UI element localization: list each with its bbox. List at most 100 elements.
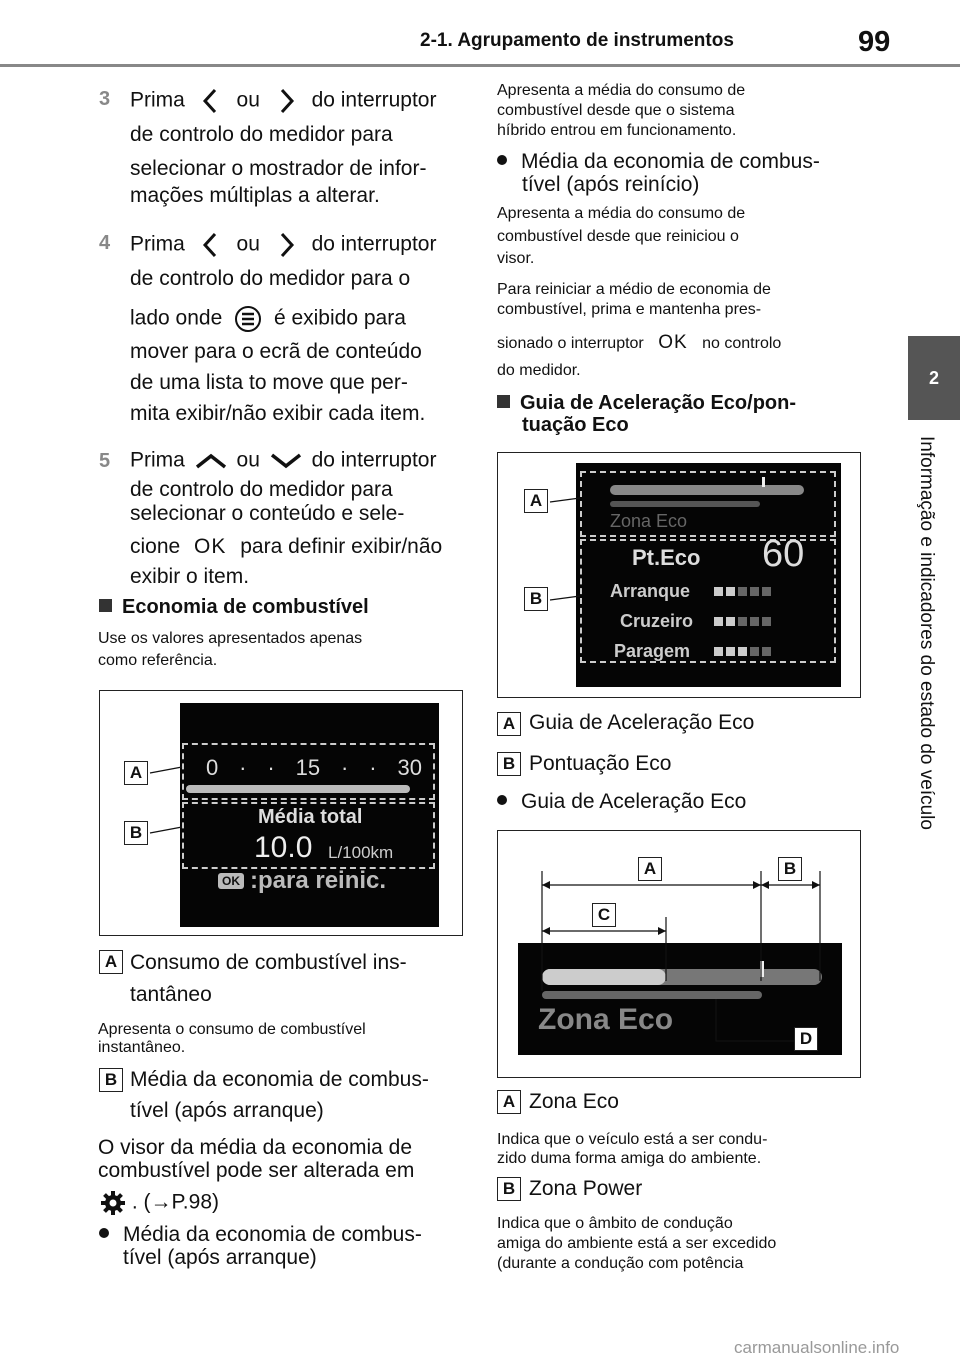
fuel-para-line-2: combustível pode ser alterada em <box>98 1159 415 1182</box>
ok-button-symbol: OK <box>194 535 227 558</box>
eco-zone-label: Zona Eco <box>538 1003 674 1036</box>
section-heading-eco-line-2: tuação Eco <box>522 414 629 436</box>
text: Guia de Aceleração Eco/pon- <box>520 392 797 414</box>
desc-line: combustível desde que o sistema <box>497 102 735 119</box>
instant-bar <box>186 785 410 793</box>
desc-line: zido duma forma amiga do ambiente. <box>497 1150 762 1167</box>
chapter-tab[interactable]: 2 <box>908 336 960 420</box>
label-b: B <box>497 752 521 776</box>
text: é exibido para <box>273 306 406 330</box>
desc-line: Apresenta a média do consumo de <box>497 205 746 222</box>
step-4-line-4: mover para o ecrã de conteúdo <box>130 340 422 363</box>
eco-screen: Zona Eco Pt.Eco 60 Arranque Cruzeiro Par… <box>576 463 841 687</box>
label-b: B <box>99 1068 123 1092</box>
eco-zone-figure: Zona Eco A B C D <box>497 830 861 1078</box>
desc-line: Para reiniciar a médio de economia de <box>497 281 771 298</box>
callout-a: A <box>524 489 548 513</box>
desc-line: Apresenta a média do consumo de <box>497 82 746 99</box>
callout-a: A <box>124 761 148 785</box>
label-b: B <box>124 821 148 845</box>
eco-score-label: Pt.Eco <box>632 545 701 570</box>
step-3-line-4: mações múltiplas a alterar. <box>130 184 380 207</box>
def-b-marker: B <box>497 752 521 776</box>
text: Prima <box>130 88 185 112</box>
step-number: 5 <box>99 450 111 472</box>
callout-lines <box>549 497 581 601</box>
desc-line: (durante a condução com potência <box>497 1255 744 1272</box>
area-b-outline <box>580 539 836 663</box>
scale-dot: · <box>267 755 275 780</box>
step-number: 4 <box>99 232 111 254</box>
desc-line: combustível desde que reiniciou o <box>497 228 739 245</box>
text: cione <box>130 535 181 558</box>
chevron-down-icon <box>270 453 301 469</box>
scale-dot: · <box>369 755 377 780</box>
label-a: A <box>524 489 548 513</box>
def-a-desc-1: Apresenta o consumo de combustível <box>98 1021 366 1038</box>
step-5-line-2: de controlo do medidor para <box>130 478 393 501</box>
eco-marker <box>760 961 764 977</box>
fuel-value: 10.0 <box>254 831 313 864</box>
section-title: 2-1. Agrupamento de instrumentos <box>420 30 734 51</box>
bullet-avg-after-start-line-2: tível (após arranque) <box>123 1246 317 1269</box>
chevron-left-icon <box>202 232 216 258</box>
eco-figure: Zona Eco Pt.Eco 60 Arranque Cruzeiro Par… <box>497 452 861 698</box>
eco-score-value: 60 <box>762 533 805 575</box>
text: Média da economia de combus- <box>521 150 820 173</box>
text: para definir exibir/não <box>240 535 443 558</box>
def-eco-zone: Zona Eco <box>529 1090 619 1113</box>
label-a: A <box>497 1090 521 1114</box>
def-b-line-2: tível (após arranque) <box>130 1099 324 1122</box>
text: do interruptor <box>311 448 437 472</box>
bullet-icon <box>497 795 507 805</box>
text: . (→P.98) <box>131 1190 219 1214</box>
ok-button-symbol: OK <box>658 332 688 353</box>
step-4-line-2: de controlo do medidor para o <box>130 267 411 290</box>
text: do interruptor <box>311 232 437 256</box>
text: Guia de Aceleração Eco <box>521 790 747 813</box>
def-power-zone: Zona Power <box>529 1177 643 1200</box>
desc-line: visor. <box>497 250 535 267</box>
step-3-line-2: de controlo do medidor para <box>130 123 393 146</box>
header-rule <box>0 64 960 67</box>
callout-b: B <box>524 587 548 611</box>
step-5-line-4: cione OK para definir exibir/não <box>130 535 442 559</box>
section-heading-fuel: Economia de combustível <box>99 596 369 619</box>
def-a-marker: A <box>497 712 521 736</box>
def-b-text: Pontuação Eco <box>529 752 672 775</box>
eco-score-blocks <box>714 587 771 656</box>
eco-zone-label: Zona Eco <box>610 511 688 531</box>
eco-range-bar <box>542 991 762 999</box>
text: do interruptor <box>311 88 437 112</box>
fuel-note-line-2: como referência. <box>98 652 218 669</box>
bullet-avg-after-reset: Média da economia de combus- <box>497 150 820 174</box>
desc-line: Indica que o âmbito de condução <box>497 1215 733 1232</box>
text: Prima <box>130 448 185 472</box>
label-b: B <box>497 1177 521 1201</box>
fuel-scale: 0 · · 15 · · 30 <box>206 755 422 781</box>
eco-row-start: Arranque <box>610 581 691 601</box>
label-a: A <box>124 761 148 785</box>
gear-icon <box>101 1191 125 1215</box>
eco-marker <box>762 477 765 487</box>
watermark: carmanualsonline.info <box>734 1338 900 1357</box>
reset-text: :para reinic. <box>250 867 387 894</box>
def-b-marker: B <box>99 1068 123 1092</box>
step-4-line-1: Prima ou do interruptor <box>130 230 436 260</box>
text: no controlo <box>702 335 782 352</box>
fuel-screen: 0 · · 15 · · 30 Média total 10.0 L/100km… <box>180 703 439 927</box>
step-4-line-6: mita exibir/não exibir cada item. <box>130 402 426 425</box>
desc-line: combustível, prima e mantenha pres- <box>497 301 762 318</box>
bullet-avg-after-start: Média da economia de combus- <box>99 1223 422 1247</box>
area-a-outline <box>182 743 435 800</box>
area-a-outline <box>580 471 836 537</box>
desc-line: do medidor. <box>497 362 581 379</box>
eco-zone-screen: Zona Eco <box>518 943 842 1055</box>
step-4-line-3: lado onde é exibido para <box>130 303 406 335</box>
scale-label: 15 <box>295 755 321 780</box>
def-a-marker: A <box>497 1090 521 1114</box>
bullet-eco-guide: Guia de Aceleração Eco <box>497 790 746 814</box>
eco-row-cruise: Cruzeiro <box>620 611 694 631</box>
square-bullet-icon <box>497 395 510 408</box>
page-number: 99 <box>858 26 891 58</box>
